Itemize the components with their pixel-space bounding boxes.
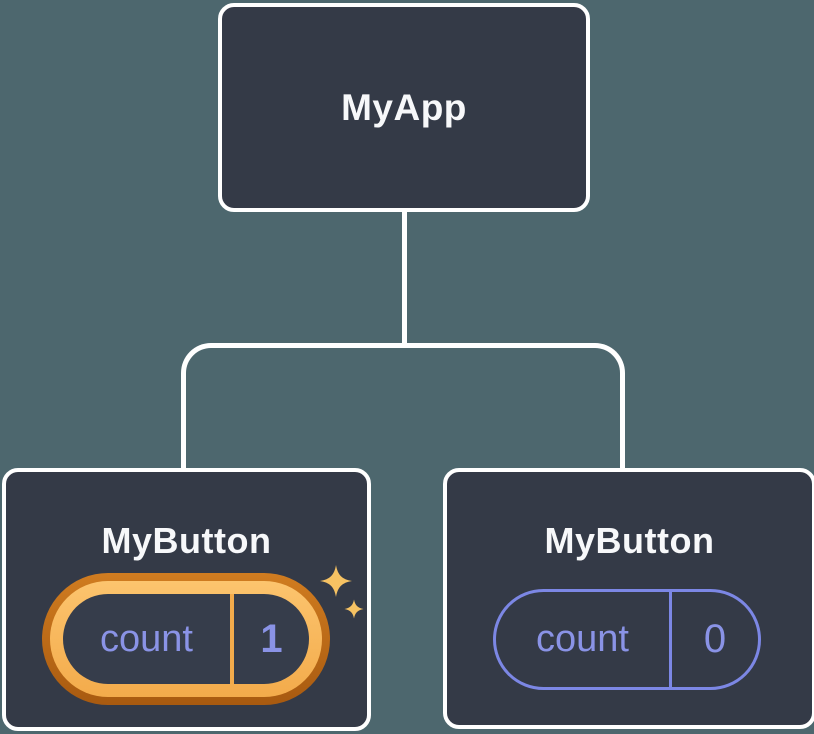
connector-stem bbox=[402, 208, 407, 348]
child-component-node-left: MyButton count 1 bbox=[2, 468, 371, 731]
state-pill-highlight-ring: count 1 bbox=[42, 573, 330, 705]
sparkles-icon bbox=[320, 565, 364, 619]
root-component-node: MyApp bbox=[218, 3, 590, 212]
state-name-label: count bbox=[536, 618, 629, 660]
root-component-label: MyApp bbox=[341, 86, 467, 128]
state-pill-divider bbox=[230, 594, 234, 684]
state-pill-highlight-ring-inner: count 1 bbox=[50, 581, 322, 697]
connector-branch bbox=[181, 343, 625, 475]
child-component-label: MyButton bbox=[101, 520, 272, 561]
child-component-node-right: MyButton count 0 bbox=[443, 468, 814, 729]
state-pill: count 1 bbox=[63, 594, 309, 684]
state-name-label: count bbox=[100, 617, 193, 660]
state-value: 0 bbox=[703, 617, 727, 661]
child-component-label: MyButton bbox=[544, 520, 715, 561]
state-pill-divider bbox=[669, 592, 672, 687]
state-pill: count 0 bbox=[493, 589, 761, 690]
state-value: 1 bbox=[260, 616, 283, 661]
